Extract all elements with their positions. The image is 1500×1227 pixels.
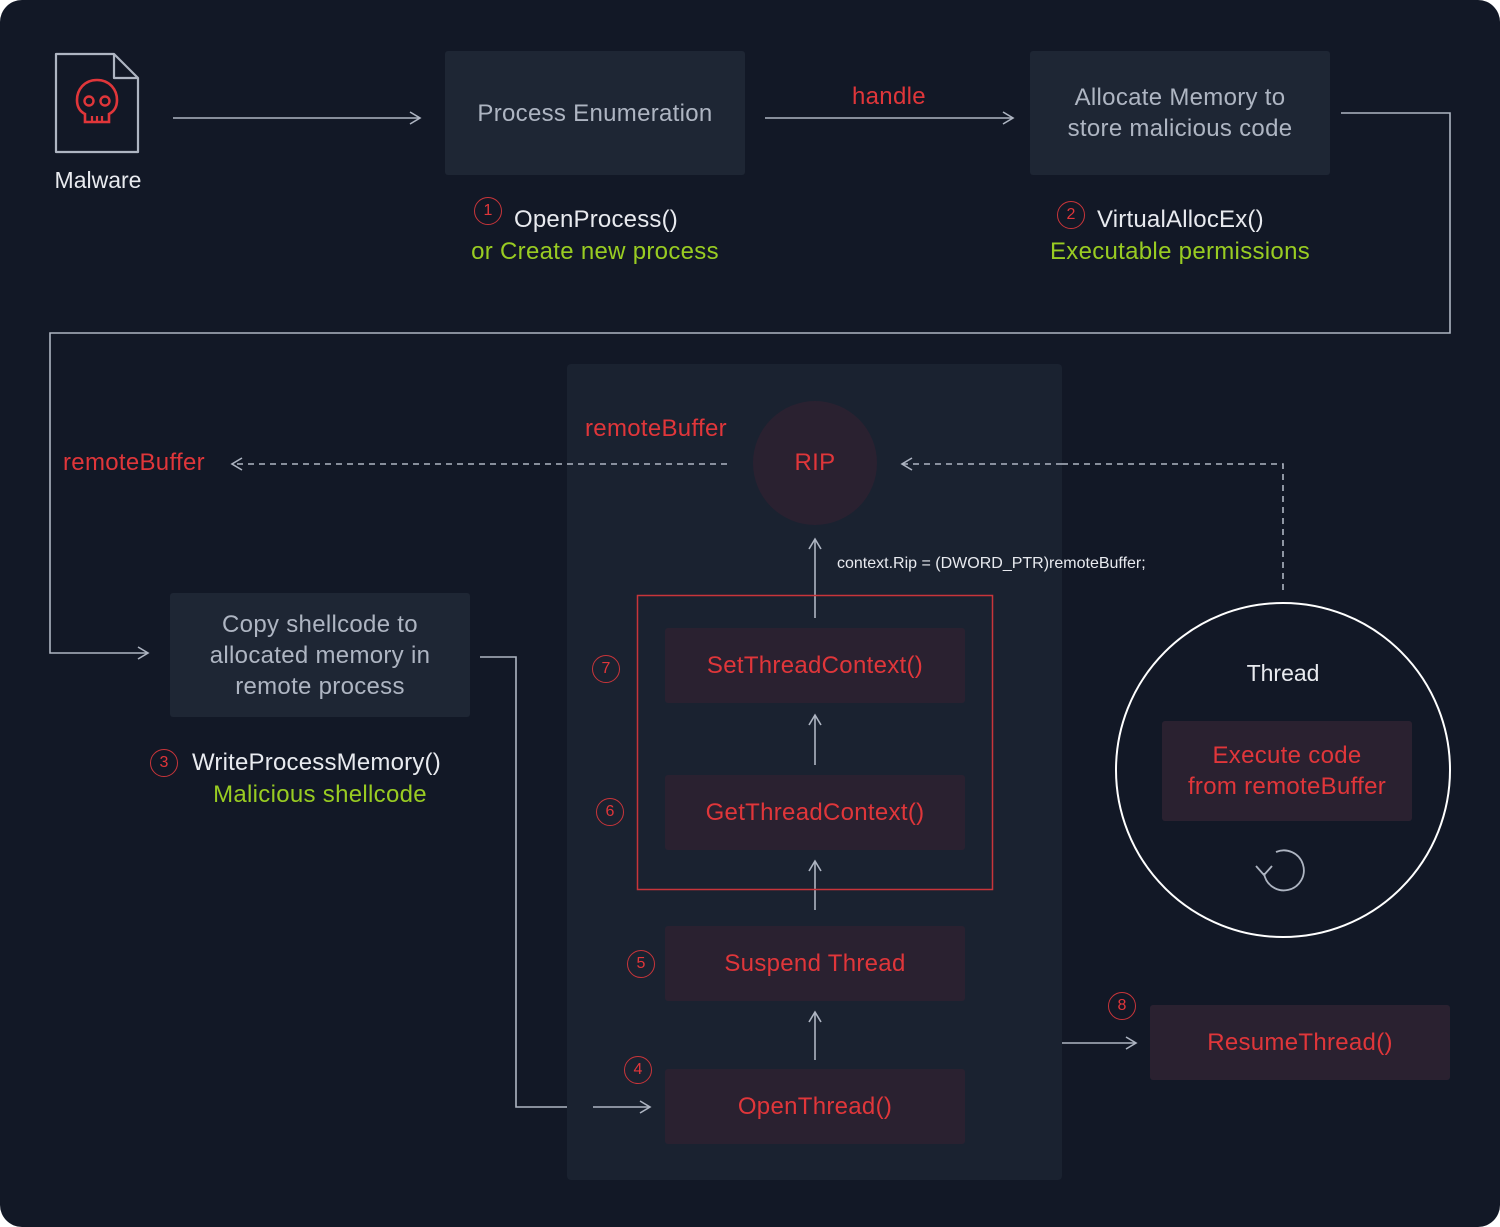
handle-label: handle [852,83,926,110]
copy-line1: Copy shellcode to [222,610,418,638]
copy-shellcode-box: Copy shellcode to allocated memory in re… [170,593,470,717]
step-2-function: VirtualAllocEx() [1097,206,1264,233]
step-7-badge: 7 [592,655,620,683]
step-3-note: Malicious shellcode [213,781,427,808]
suspend-thread-box: Suspend Thread [665,926,965,1001]
set-thread-context-box: SetThreadContext() [665,628,965,703]
copy-line3: remote process [235,672,405,700]
rip-label: RIP [794,449,836,476]
step-2-badge: 2 [1057,201,1085,229]
open-thread-box: OpenThread() [665,1069,965,1144]
step-1-badge: 1 [474,197,502,225]
remote-buffer-top-label: remoteBuffer [585,415,727,442]
resume-thread-label: ResumeThread() [1207,1028,1393,1056]
suspend-thread-label: Suspend Thread [724,949,906,977]
execute-code-box: Execute code from remoteBuffer [1162,721,1412,821]
step-3-function: WriteProcessMemory() [192,749,441,776]
rip-circle [753,401,877,525]
malware-label: Malware [54,167,142,193]
get-thread-context-box: GetThreadContext() [665,775,965,850]
thread-title: Thread [1246,660,1320,686]
step-2-note: Executable permissions [1049,238,1311,265]
allocate-memory-box: Allocate Memory to store malicious code [1030,51,1330,175]
skull-file-icon [54,52,140,154]
refresh-icon [1255,849,1305,892]
step-4-badge: 4 [624,1056,652,1084]
allocate-line2: store malicious code [1067,115,1293,142]
context-rip-code: context.Rip = (DWORD_PTR)remoteBuffer; [837,555,1146,572]
step-1-note: or Create new process [471,238,719,265]
process-enumeration-box: Process Enumeration [445,51,745,175]
resume-thread-box: ResumeThread() [1150,1005,1450,1080]
step-1-function: OpenProcess() [514,206,678,233]
arrow-allocate-to-copy [49,112,1451,660]
execute-line2: from remoteBuffer [1187,773,1387,800]
open-thread-label: OpenThread() [737,1092,893,1120]
execute-line1: Execute code [1212,742,1362,769]
set-thread-context-label: SetThreadContext() [706,651,924,679]
step-5-badge: 5 [627,950,655,978]
step-8-badge: 8 [1108,992,1136,1020]
step-6-badge: 6 [596,798,624,826]
get-thread-context-label: GetThreadContext() [705,798,925,826]
allocate-line1: Allocate Memory to [1074,84,1286,111]
process-enumeration-label: Process Enumeration [477,99,713,127]
step-3-badge: 3 [150,749,178,777]
copy-line2: allocated memory in [209,641,431,669]
remote-buffer-left-label: remoteBuffer [63,449,205,476]
